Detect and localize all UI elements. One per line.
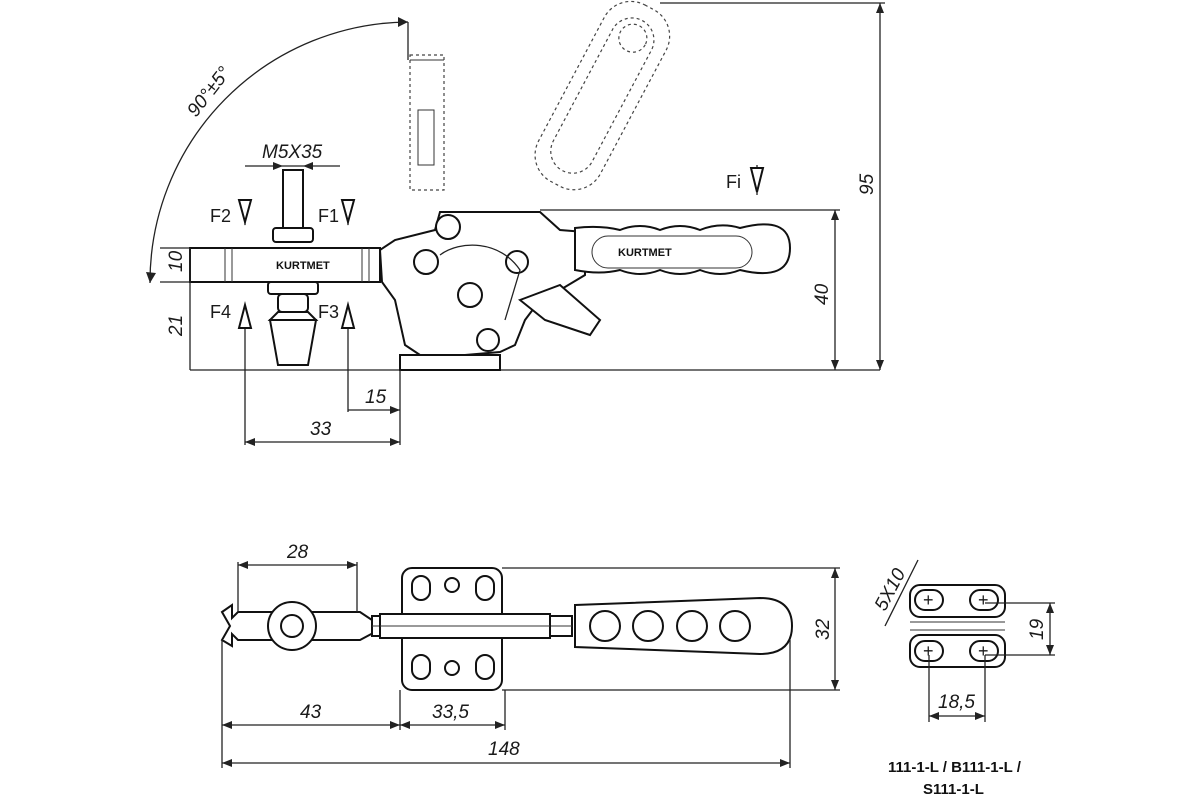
open-spindle-outline [409,54,445,191]
dim-33: 33 [310,419,332,440]
dim-19: 19 [1027,618,1048,640]
svg-text:+: + [923,641,934,661]
dim-148: 148 [488,739,520,760]
dim-10: 10 [166,250,187,272]
open-handle-outline [534,0,671,191]
svg-text:+: + [978,590,989,610]
dim-40: 40 [812,283,833,305]
bolt-label: M5X35 [262,142,323,163]
dim-95: 95 [857,173,878,195]
force-arrows: F2 F1 F4 F3 Fi [210,165,765,330]
force-f2: F2 [210,206,231,226]
dim-43: 43 [300,702,322,723]
dim-28: 28 [286,542,309,563]
spindle-tip [268,319,318,366]
bolt-shaft [282,169,304,231]
dim-18-5: 18,5 [938,692,975,713]
side-view: KURTMET M5X35 KURTMET [146,0,885,446]
handle-grip [574,223,792,275]
svg-text:+: + [978,641,989,661]
model-line-2: S111-1-L [923,781,984,798]
force-f4: F4 [210,302,231,322]
svg-text:+: + [923,590,934,610]
clamp-arm [189,247,381,283]
brand-text-arm: KURTMET [276,260,330,272]
force-fi: Fi [726,172,741,192]
top-view: 28 32 43 33,5 148 [220,542,840,768]
angle-label: 90°±5° [183,63,235,121]
model-line-1: 111-1-L / B111-1-L / [888,759,1022,776]
dim-32: 32 [813,618,834,640]
force-f3: F3 [318,302,339,322]
dim-33-5: 33,5 [432,702,469,723]
force-f1: F1 [318,206,339,226]
dim-15: 15 [365,387,387,408]
angle-arc [149,21,409,284]
dim-21: 21 [166,315,187,337]
base-detail: + + + + 5X10 19 18,5 111-1-L / B111-1-L … [871,559,1055,798]
brand-text-handle: KURTMET [618,247,672,259]
dim-5x10: 5X10 [871,565,911,614]
release-lever [518,283,602,337]
